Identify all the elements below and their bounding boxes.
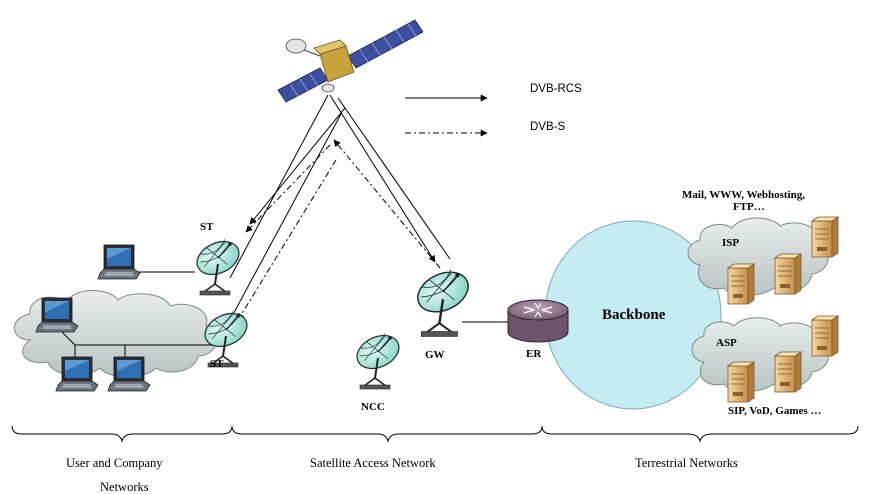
- dvbs-sat-st-top: [245, 144, 331, 233]
- gw-label: GW: [425, 349, 445, 361]
- ncc-dish-icon: [350, 328, 406, 390]
- brace-satellite: [231, 425, 543, 443]
- link-gw-sat: [229, 113, 342, 321]
- section-braces: [11, 425, 859, 443]
- brace-user: [11, 425, 233, 443]
- section-user-line2: Networks: [100, 480, 149, 494]
- st-top-label: ST: [200, 221, 214, 233]
- isp-services-line2: FTP…: [733, 201, 765, 213]
- server-icon: [774, 253, 802, 295]
- link-sat-gw-1: [329, 94, 436, 263]
- server-icon: [727, 263, 755, 305]
- isp-group: ISP Mail, WWW, Webhosting, FTP…: [682, 189, 839, 305]
- link-user-st-up: [229, 94, 329, 279]
- asp-group: ASP SIP, VoD, Games …: [691, 315, 839, 417]
- ncc-label: NCC: [361, 401, 385, 413]
- server-icon: [727, 361, 755, 403]
- isp-services-line1: Mail, WWW, Webhosting,: [682, 189, 805, 201]
- gw-dish-icon: [410, 263, 476, 338]
- backbone-label: Backbone: [602, 307, 666, 323]
- brace-terrestrial: [541, 425, 859, 443]
- router-icon: [507, 299, 569, 343]
- laptop-icon: [35, 297, 79, 333]
- dvbs-sat-st-bottom: [237, 159, 337, 321]
- section-terrestrial: Terrestrial Networks: [635, 456, 738, 470]
- user-company-networks: [13, 244, 218, 392]
- legend: DVB-RCS DVB-S: [405, 83, 582, 137]
- asp-services: SIP, VoD, Games …: [728, 405, 821, 417]
- dvb-s-links: [237, 139, 441, 321]
- legend-dashdot-label: DVB-S: [530, 121, 565, 133]
- server-icon: [811, 315, 839, 357]
- link-sat-gw-2: [337, 97, 451, 260]
- dvbs-gw-sat: [333, 139, 441, 269]
- dvb-rcs-links: [229, 94, 451, 321]
- asp-label: ASP: [716, 337, 737, 349]
- st-bottom-label: ST: [210, 358, 224, 370]
- st-bottom-dish-icon: [198, 306, 254, 368]
- laptop-icon: [107, 356, 151, 392]
- server-icon: [811, 216, 839, 258]
- satellite-icon: [277, 19, 424, 103]
- section-satellite: Satellite Access Network: [310, 456, 436, 470]
- link-sat-st-down: [249, 107, 346, 225]
- section-user-line1: User and Company: [66, 456, 163, 470]
- er-label: ER: [526, 348, 542, 360]
- laptop-icon: [55, 356, 99, 392]
- isp-cloud: [687, 217, 829, 296]
- legend-solid-label: DVB-RCS: [530, 83, 582, 95]
- asp-cloud: [691, 317, 829, 392]
- laptop-icon: [97, 244, 141, 280]
- isp-label: ISP: [722, 237, 739, 249]
- server-icon: [774, 351, 802, 393]
